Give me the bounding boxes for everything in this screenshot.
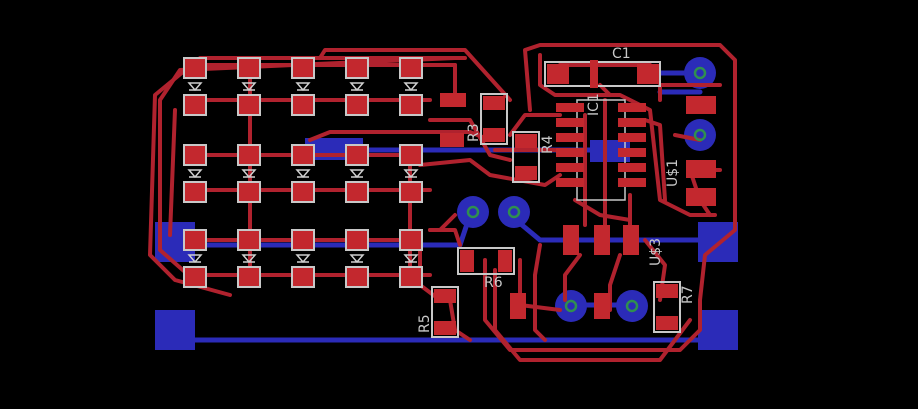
label-r5: R5 xyxy=(417,314,433,333)
led-matrix xyxy=(183,57,423,288)
label-c1: C1 xyxy=(612,46,631,62)
label-r7: R7 xyxy=(680,285,696,304)
label-r3: R3 xyxy=(466,123,482,142)
smd-components xyxy=(431,60,716,338)
label-r4: R4 xyxy=(540,135,556,154)
label-u3: U$3 xyxy=(648,238,664,266)
drill-holes xyxy=(466,66,707,313)
label-r6: R6 xyxy=(484,275,503,291)
ic1-package xyxy=(556,99,646,201)
label-u1: U$1 xyxy=(665,159,681,187)
label-ic1: IC1 xyxy=(586,93,602,116)
silkscreen-labels: C1 IC1 R3 R4 R5 R6 R7 U$1 U$3 xyxy=(417,46,696,333)
